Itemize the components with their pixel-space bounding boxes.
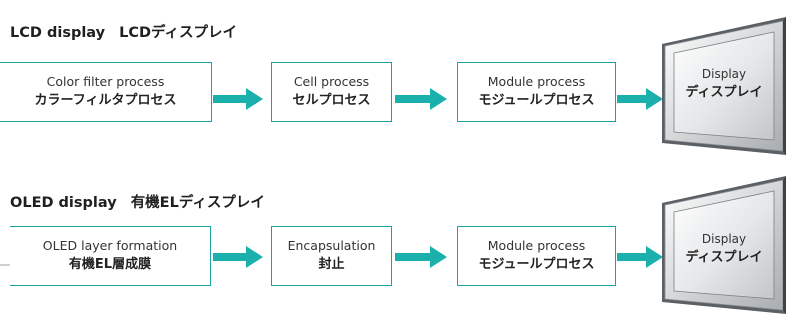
oled-arrow-2: [395, 246, 447, 268]
step-label-en: Module process: [487, 238, 586, 253]
oled-flow-row: [0, 176, 786, 314]
oled-step-layer-formation: OLED layer formation 有機EL層成膜: [10, 226, 211, 286]
oled-display-monitor: [662, 176, 786, 314]
lcd-display-monitor: [662, 17, 786, 155]
oled-title-en: OLED display: [10, 195, 117, 211]
step-label-en: Encapsulation: [287, 238, 376, 253]
step-label-en: Color filter process: [46, 74, 165, 89]
lcd-arrow-1: [213, 88, 263, 110]
lcd-section-title: LCD display LCDディスプレイ: [10, 21, 237, 42]
lcd-arrow-2: [395, 88, 447, 110]
step-label-jp: セルプロセス: [292, 93, 371, 108]
lcd-display-label: Display ディスプレイ: [677, 66, 771, 102]
step-label-jp: モジュールプロセス: [478, 93, 595, 108]
step-label-en: Module process: [487, 74, 586, 89]
step-label-en: Cell process: [293, 74, 370, 89]
oled-arrow-1: [213, 246, 263, 268]
display-label-jp: ディスプレイ: [685, 85, 763, 100]
lcd-flow-row: [0, 17, 786, 155]
step-label-jp: カラーフィルタプロセス: [34, 93, 177, 108]
oled-section-title: OLED display 有機ELディスプレイ: [10, 191, 265, 212]
step-label-jp: モジュールプロセス: [478, 257, 595, 272]
oled-step-module: Module process モジュールプロセス: [457, 226, 616, 286]
display-label-jp: ディスプレイ: [685, 250, 763, 265]
step-label-jp: 有機EL層成膜: [68, 257, 152, 272]
lcd-step-cell: Cell process セルプロセス: [271, 62, 392, 122]
lcd-step-color-filter: Color filter process カラーフィルタプロセス: [0, 62, 212, 122]
oled-arrow-3: [617, 246, 663, 268]
oled-display-label: Display ディスプレイ: [677, 231, 771, 267]
oled-step-encapsulation: Encapsulation 封止: [271, 226, 392, 286]
display-label-en: Display: [701, 67, 747, 81]
lcd-title-jp: LCDディスプレイ: [119, 25, 237, 41]
oled-title-jp: 有機ELディスプレイ: [130, 195, 265, 211]
step-label-en: OLED layer formation: [42, 238, 178, 253]
lcd-step-module: Module process モジュールプロセス: [457, 62, 616, 122]
lcd-arrow-3: [617, 88, 663, 110]
display-label-en: Display: [701, 232, 747, 246]
step-label-jp: 封止: [318, 257, 345, 272]
lcd-title-en: LCD display: [10, 25, 106, 41]
